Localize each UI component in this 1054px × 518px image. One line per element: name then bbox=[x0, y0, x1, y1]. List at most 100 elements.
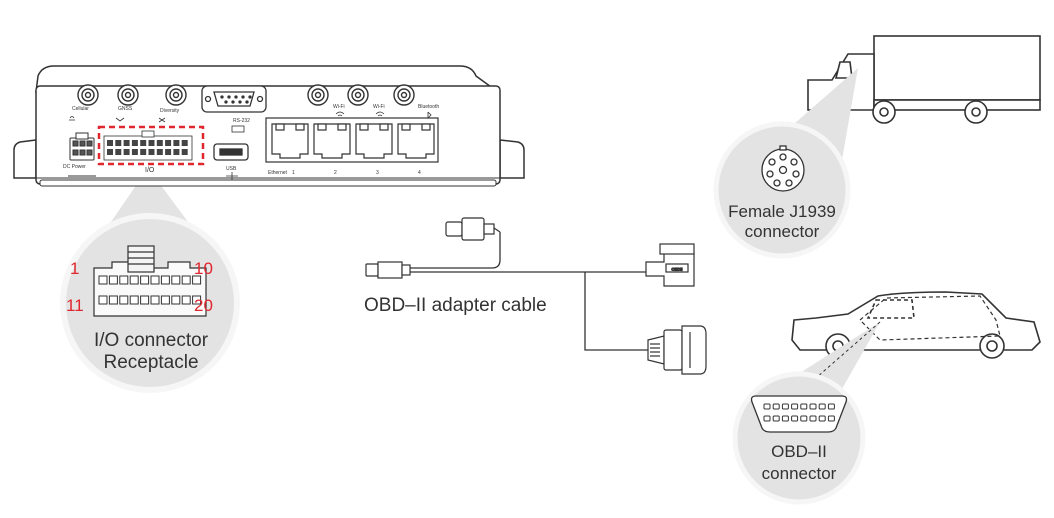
io-receptacle-pin bbox=[192, 295, 202, 305]
io-device-pin bbox=[123, 140, 130, 146]
ethernet-port bbox=[271, 123, 309, 159]
obd-pin bbox=[800, 415, 808, 422]
wifi-icon-1 bbox=[335, 111, 345, 117]
io-receptacle-pin bbox=[160, 275, 170, 285]
io-receptacle-pin bbox=[171, 275, 181, 285]
io-device-pin bbox=[115, 149, 122, 155]
io-receptacle-pin bbox=[129, 295, 139, 305]
io-receptacle-pin bbox=[140, 295, 150, 305]
eth-port-num-1: 1 bbox=[292, 170, 295, 176]
port-symbols bbox=[69, 111, 432, 123]
diversity-antenna-port bbox=[165, 84, 187, 106]
dc-plug-connector bbox=[365, 261, 411, 279]
bluetooth-antenna-port bbox=[393, 84, 415, 106]
io-receptacle-pin bbox=[119, 295, 129, 305]
io-device-pin bbox=[173, 149, 180, 155]
io-device-pin bbox=[156, 140, 163, 146]
io-receptacle-pin bbox=[108, 295, 118, 305]
ethernet-led bbox=[275, 123, 285, 131]
obd-pin bbox=[772, 415, 780, 422]
bluetooth-label: Bluetooth bbox=[418, 104, 439, 110]
io-device-pin bbox=[165, 140, 172, 146]
cellular-label: Cellular bbox=[72, 106, 89, 112]
usb-icon bbox=[226, 172, 238, 180]
io-receptacle-pin bbox=[119, 275, 129, 285]
cellular-antenna-port bbox=[77, 84, 99, 106]
ethernet-label: Ethernet bbox=[268, 170, 288, 176]
wifi-label-1: Wi-Fi bbox=[333, 104, 345, 110]
io-pin-10-label: 10 bbox=[194, 259, 213, 278]
rs232-port-icon bbox=[231, 125, 245, 133]
rs232-label: RS-232 bbox=[233, 118, 250, 124]
obd-cable-label: OBD–II adapter cable bbox=[364, 295, 547, 316]
io-device-pin bbox=[140, 149, 147, 155]
io-receptacle-pin bbox=[181, 275, 191, 285]
ethernet-led bbox=[295, 123, 305, 131]
ethernet-port bbox=[313, 123, 351, 159]
io-receptacle-pin bbox=[129, 275, 139, 285]
wifi-antenna-port-1 bbox=[307, 84, 329, 106]
io-device-pin bbox=[115, 140, 122, 146]
obd-pin bbox=[772, 403, 780, 410]
car-dashed-outline bbox=[859, 295, 1001, 341]
dc-power-port bbox=[69, 132, 95, 161]
ethernet-led bbox=[421, 123, 431, 131]
io-device-pin bbox=[148, 149, 155, 155]
io-receptacle-pin bbox=[192, 275, 202, 285]
gnss-icon bbox=[115, 117, 125, 122]
antenna-connectors bbox=[77, 84, 415, 106]
ethernet-led bbox=[337, 123, 347, 131]
io-callout-caption: I/O connector Receptacle bbox=[64, 330, 238, 374]
obd-pin bbox=[791, 403, 799, 410]
obd-pin bbox=[818, 403, 826, 410]
obd-connector-pins bbox=[763, 403, 835, 422]
io-device-pin bbox=[173, 140, 180, 146]
obd-pin bbox=[781, 415, 789, 422]
io-pin-20-label: 20 bbox=[194, 296, 213, 315]
j1939-connector-icon bbox=[761, 145, 805, 192]
diversity-label: Diversity bbox=[160, 108, 180, 114]
truck-drawing bbox=[807, 35, 1041, 124]
truck-callout-caption: Female J1939 connector bbox=[716, 202, 848, 242]
io-device-pin bbox=[156, 149, 163, 155]
ethernet-led bbox=[379, 123, 389, 131]
io-device-pin bbox=[107, 149, 113, 155]
io-receptacle-pin bbox=[160, 295, 170, 305]
ethernet-ports bbox=[265, 117, 439, 163]
wifi-antenna-port-2 bbox=[347, 84, 369, 106]
io-callout-title-line1: I/O connector bbox=[93, 330, 209, 351]
gnss-label: GNSS bbox=[118, 106, 133, 112]
obd-pin bbox=[827, 415, 835, 422]
obd-splitter-box: OBDII bbox=[645, 243, 695, 287]
io-device-pin bbox=[123, 149, 130, 155]
io-receptacle-pin bbox=[98, 275, 108, 285]
wifi-icon-2 bbox=[375, 111, 385, 117]
io-receptacle-pin bbox=[181, 295, 191, 305]
io-callout-title-line2: Receptacle bbox=[103, 352, 199, 373]
car-callout-line2: connector bbox=[761, 464, 837, 483]
io-receptacle-pin bbox=[150, 275, 160, 285]
io-receptacle-pin bbox=[140, 275, 150, 285]
obd-pin bbox=[791, 415, 799, 422]
io-device-pin bbox=[107, 140, 113, 146]
splitter-tag: OBDII bbox=[672, 267, 683, 272]
eth-port-num-3: 3 bbox=[376, 170, 379, 176]
io-device-pin bbox=[131, 149, 138, 155]
ethernet-led bbox=[359, 123, 369, 131]
usb-label: USB bbox=[226, 166, 237, 172]
io-device-pin bbox=[181, 140, 188, 146]
usb-port bbox=[213, 143, 249, 161]
truck-callout-line2: connector bbox=[744, 222, 820, 241]
io-device-pin bbox=[140, 140, 147, 146]
dc-power-label: DC Power bbox=[63, 164, 86, 170]
io-receptacle-pin bbox=[171, 295, 181, 305]
obd-pin bbox=[763, 403, 771, 410]
io-device-pin bbox=[148, 140, 155, 146]
rs232-port bbox=[201, 85, 267, 113]
obd-female-connector-icon bbox=[750, 395, 848, 433]
obd-pin bbox=[809, 415, 817, 422]
obd-pin bbox=[818, 415, 826, 422]
io-pin-1-label: 1 bbox=[70, 259, 80, 278]
